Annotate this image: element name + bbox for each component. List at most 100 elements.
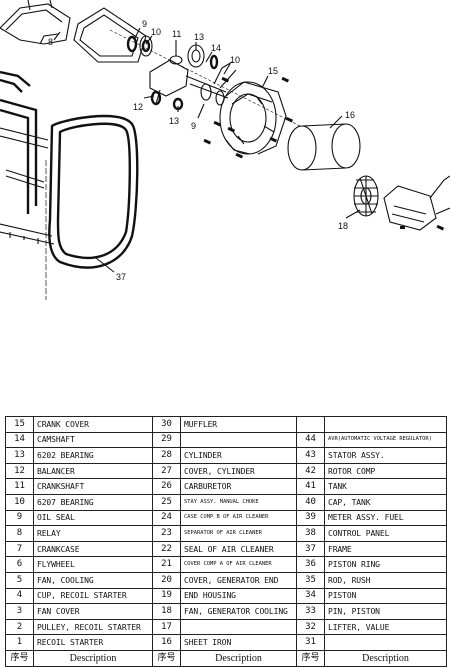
header-number: 序号 — [296, 649, 325, 667]
callout-label: 15 — [268, 66, 278, 76]
sheet-iron-part — [287, 123, 361, 171]
header-number: 序号 — [5, 649, 34, 667]
part-description-cell: BALANCER — [33, 462, 153, 480]
part-number-cell: 11 — [5, 478, 34, 495]
generator-fan-part — [353, 175, 379, 217]
part-description-cell: 6202 BEARING — [33, 447, 153, 464]
part-description-cell: COVER, GENERATOR END — [180, 571, 297, 589]
callout-label: 16 — [345, 110, 355, 120]
part-description-cell: SEPARATOR OF AIR CLEANER — [180, 525, 297, 542]
part-description-cell: TANK — [324, 478, 447, 495]
part-description-cell: ROD, RUSH — [324, 571, 447, 589]
callout-label: 9 — [191, 121, 196, 131]
part-description-cell: CRANKSHAFT — [33, 478, 153, 495]
part-description-cell: CARBURETOR — [180, 478, 297, 495]
part-number-cell: 41 — [296, 478, 325, 495]
part-number-cell: 13 — [5, 447, 34, 464]
leader-lines — [53, 27, 361, 273]
part-number-cell: 40 — [296, 493, 325, 511]
part-number-cell: 22 — [152, 540, 181, 558]
part-number-cell: 19 — [152, 587, 181, 605]
part-description-cell: RECOIL STARTER — [33, 634, 153, 651]
callout-label: 8 — [48, 37, 53, 47]
gasket-part — [73, 7, 147, 63]
part-number-cell: 29 — [152, 431, 181, 449]
part-number-cell: 3 — [5, 603, 34, 620]
part-number-cell: 31 — [296, 634, 325, 651]
part-description-cell: CUP, RECOIL STARTER — [33, 587, 153, 605]
header-number: 序号 — [152, 649, 181, 667]
part-number-cell: 36 — [296, 556, 325, 573]
part-description-cell: OIL SEAL — [33, 509, 153, 527]
part-description-cell: LIFTER, VALUE — [324, 618, 447, 636]
part-description-cell: CAP, TANK — [324, 493, 447, 511]
part-description-cell: PISTON — [324, 587, 447, 605]
part-number-cell: 6 — [5, 556, 34, 573]
exploded-parts-drawing: 8 9 10 11 13 14 10 15 12 13 9 16 18 37 — [0, 0, 450, 300]
callout-label: 18 — [338, 221, 348, 231]
callout-label: 37 — [116, 272, 126, 282]
part-description-cell: PISTON RING — [324, 556, 447, 573]
part-number-cell: 39 — [296, 509, 325, 527]
part-description-cell: SHEET IRON — [180, 634, 297, 651]
part-number-cell: 2 — [5, 618, 34, 636]
part-number-cell: 18 — [152, 603, 181, 620]
part-number-cell: 8 — [5, 525, 34, 542]
part-description-cell: MUFFLER — [180, 416, 297, 433]
part-description-cell: FLYWHEEL — [33, 556, 153, 573]
part-number-cell: 20 — [152, 571, 181, 589]
end-housing-part — [219, 81, 287, 155]
part-description-cell — [324, 634, 447, 651]
part-description-cell: 6207 BEARING — [33, 493, 153, 511]
part-description-cell: FRAME — [324, 540, 447, 558]
part-description-cell: SEAL OF AIR CLEANER — [180, 540, 297, 558]
part-description-cell: AVR(AUTOMATIC VOLTAGE REGULATOR) — [324, 431, 447, 449]
part-number-cell: 33 — [296, 603, 325, 620]
part-description-cell — [180, 618, 297, 636]
part-number-cell: 15 — [5, 416, 34, 433]
callout-label: 14 — [211, 43, 221, 53]
callout-label: 11 — [172, 29, 181, 39]
part-description-cell: FAN, GENERATOR COOLING — [180, 603, 297, 620]
part-description-cell: PIN, PISTON — [324, 603, 447, 620]
header-description: Description — [180, 649, 297, 667]
part-number-cell: 35 — [296, 571, 325, 589]
part-description-cell: CYLINDER — [180, 447, 297, 464]
callout-label: 9 — [142, 19, 147, 29]
part-description-cell: RELAY — [33, 525, 153, 542]
callout-label: 10 — [230, 55, 240, 65]
part-description-cell: COVER COMP A OF AIR CLEANER — [180, 556, 297, 573]
part-number-cell: 12 — [5, 462, 34, 480]
callout-label: 13 — [169, 116, 179, 126]
part-number-cell: 30 — [152, 416, 181, 433]
part-number-cell: 5 — [5, 571, 34, 589]
part-description-cell: CONTROL PANEL — [324, 525, 447, 542]
part-number-cell: 28 — [152, 447, 181, 464]
part-number-cell: 17 — [152, 618, 181, 636]
part-description-cell: CRANK COVER — [33, 416, 153, 433]
frame-part — [0, 70, 139, 269]
part-description-cell: STAY ASSY. MANUAL CHOKE — [180, 493, 297, 511]
callout-label: 10 — [151, 27, 161, 37]
part-description-cell — [324, 416, 447, 433]
part-description-cell: CASE COMP B OF AIR CLEANER — [180, 509, 297, 527]
table-header-row: 序号 Description 序号 Description 序号 Descrip… — [5, 649, 447, 667]
bolt-set — [203, 76, 294, 159]
part-description-cell — [180, 431, 297, 449]
part-number-cell: 1 — [5, 634, 34, 651]
part-number-cell: 7 — [5, 540, 34, 558]
part-number-cell: 4 — [5, 587, 34, 605]
